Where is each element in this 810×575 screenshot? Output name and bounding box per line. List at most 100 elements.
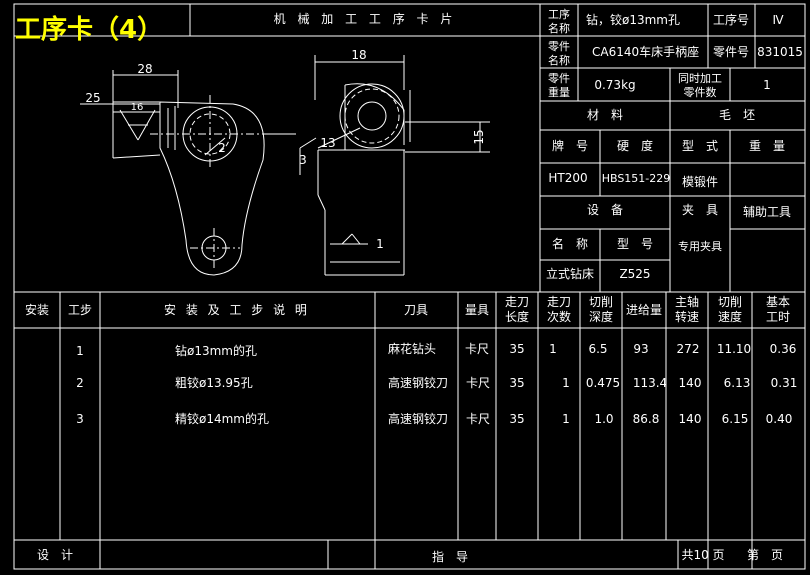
table-row: 1 钻ø13mm的孔 麻花钻头 卡尺 35 1 6.5 93 272 11.10… (76, 341, 796, 358)
grade-label: 牌 号 (552, 139, 588, 153)
part-no-label: 零件号 (713, 45, 749, 59)
equipment-label: 设 备 (587, 203, 623, 217)
col-install: 安装 (25, 302, 49, 317)
footer-total-pages: 共10 页 (681, 548, 724, 562)
row1-speed: 11.10 (717, 342, 751, 356)
row2-length: 35 (509, 376, 524, 390)
row2-speed: 6.13 (724, 376, 751, 390)
col-gauge: 量具 (465, 303, 489, 317)
footer-guide-label: 指 导 (432, 549, 468, 564)
row3-feed: 86.8 (633, 412, 660, 426)
col-feed-count-1: 走刀 (547, 295, 571, 309)
row2-feed: 113.4 (633, 376, 667, 390)
col-feed-length-2: 长度 (505, 309, 529, 324)
row3-step: 3 (76, 412, 84, 426)
type-value: 模锻件 (682, 175, 718, 189)
part-drawing-side-view (299, 55, 490, 276)
dim-13: 13 (320, 136, 335, 150)
batch-value: 1 (763, 78, 771, 92)
row1-length: 35 (509, 342, 524, 356)
fixture-label: 夹 具 (682, 203, 718, 217)
row3-count: 1 (562, 412, 570, 426)
fixture-value: 专用夹具 (678, 239, 722, 253)
row3-desc: 精铰ø14mm的孔 (175, 411, 269, 426)
row1-tool: 麻花钻头 (388, 341, 436, 356)
process-no-label: 工序号 (713, 12, 749, 27)
row3-depth: 1.0 (594, 412, 613, 426)
row2-step: 2 (76, 376, 84, 390)
steps-table-header: 安装 工步 安 装 及 工 步 说 明 刀具 量具 走刀 长度 走刀 次数 切削… (25, 294, 790, 324)
col-basic-time-1: 基本 (766, 295, 790, 309)
dim-18: 18 (351, 48, 366, 62)
row2-depth: 0.475 (586, 376, 620, 390)
part-weight-label-1: 零件 (548, 72, 570, 85)
dim-25: 25 (85, 91, 100, 105)
dim-15: 15 (472, 129, 486, 144)
dim-16: 16 (131, 102, 144, 113)
part-name-value: CA6140车床手柄座 (592, 44, 699, 59)
row1-desc: 钻ø13mm的孔 (175, 343, 257, 358)
row1-spindle: 272 (677, 342, 700, 356)
col-step: 工步 (68, 303, 92, 317)
col-feed-rate: 进给量 (626, 303, 662, 317)
table-row: 2 粗铰ø13.95孔 高速钢铰刀 卡尺 35 1 0.475 113.4 14… (76, 375, 797, 390)
col-feed-length-1: 走刀 (505, 295, 529, 309)
label-1: 1 (376, 237, 384, 251)
hardness-value: HBS151-229 (602, 172, 671, 185)
row1-depth: 6.5 (588, 342, 607, 356)
row1-count: 1 (549, 342, 557, 356)
type-label: 型 式 (682, 139, 718, 153)
hardness-label: 硬 度 (617, 138, 653, 153)
eq-name-label: 名 称 (552, 236, 588, 251)
row3-speed: 6.15 (722, 412, 749, 426)
center-title: 机 械 加 工 工 序 卡 片 (274, 11, 457, 26)
row2-spindle: 140 (679, 376, 702, 390)
row1-feed: 93 (633, 342, 648, 356)
material-label: 材 料 (587, 108, 623, 122)
col-description: 安 装 及 工 步 说 明 (164, 302, 310, 317)
row1-gauge: 卡尺 (465, 342, 489, 356)
weight-label: 重 量 (749, 139, 785, 153)
grade-value: HT200 (548, 171, 587, 185)
part-weight-label-2: 重量 (548, 85, 570, 99)
row3-gauge: 卡尺 (466, 412, 490, 426)
table-row: 3 精铰ø14mm的孔 高速钢铰刀 卡尺 35 1 1.0 86.8 140 6… (76, 411, 792, 426)
outer-frame (13, 3, 806, 570)
row3-spindle: 140 (679, 412, 702, 426)
eq-model-value: Z525 (619, 267, 650, 281)
col-spindle-2: 转速 (675, 309, 699, 324)
row1-time: 0.36 (770, 342, 797, 356)
dim-2: 2 (218, 141, 226, 155)
col-cut-depth-2: 深度 (589, 309, 613, 324)
col-cut-depth-1: 切削 (589, 295, 613, 309)
eq-model-label: 型 号 (617, 237, 653, 251)
row2-count: 1 (562, 376, 570, 390)
row2-time: 0.31 (771, 376, 798, 390)
aux-tool-label: 辅助工具 (743, 205, 791, 219)
part-name-label-1: 零件 (548, 40, 570, 53)
part-weight-value: 0.73kg (594, 78, 635, 92)
process-name-value: 钻，铰ø13mm孔 (586, 12, 680, 27)
part-name-label-2: 名称 (548, 53, 570, 67)
row3-tool: 高速钢铰刀 (388, 411, 448, 426)
row2-gauge: 卡尺 (466, 376, 490, 390)
col-tool: 刀具 (404, 303, 428, 317)
row1-step: 1 (76, 344, 84, 358)
footer-design-label: 设 计 (37, 548, 73, 562)
dim-28: 28 (137, 62, 152, 76)
col-cut-speed-1: 切削 (718, 295, 742, 309)
process-name-label-2: 名称 (548, 21, 570, 35)
col-cut-speed-2: 速度 (718, 309, 742, 324)
col-basic-time-2: 工时 (766, 310, 790, 324)
row2-desc: 粗铰ø13.95孔 (175, 375, 253, 390)
card-title: 工序卡（4） (15, 14, 163, 45)
process-name-label-1: 工序 (548, 7, 570, 21)
row2-tool: 高速钢铰刀 (388, 375, 448, 390)
col-spindle-1: 主轴 (675, 294, 699, 309)
batch-label-2: 零件数 (684, 86, 717, 99)
eq-name-value: 立式钻床 (546, 266, 594, 281)
label-3: 3 (299, 153, 307, 167)
footer-page-label: 第 页 (747, 548, 783, 562)
col-feed-count-2: 次数 (547, 309, 571, 324)
